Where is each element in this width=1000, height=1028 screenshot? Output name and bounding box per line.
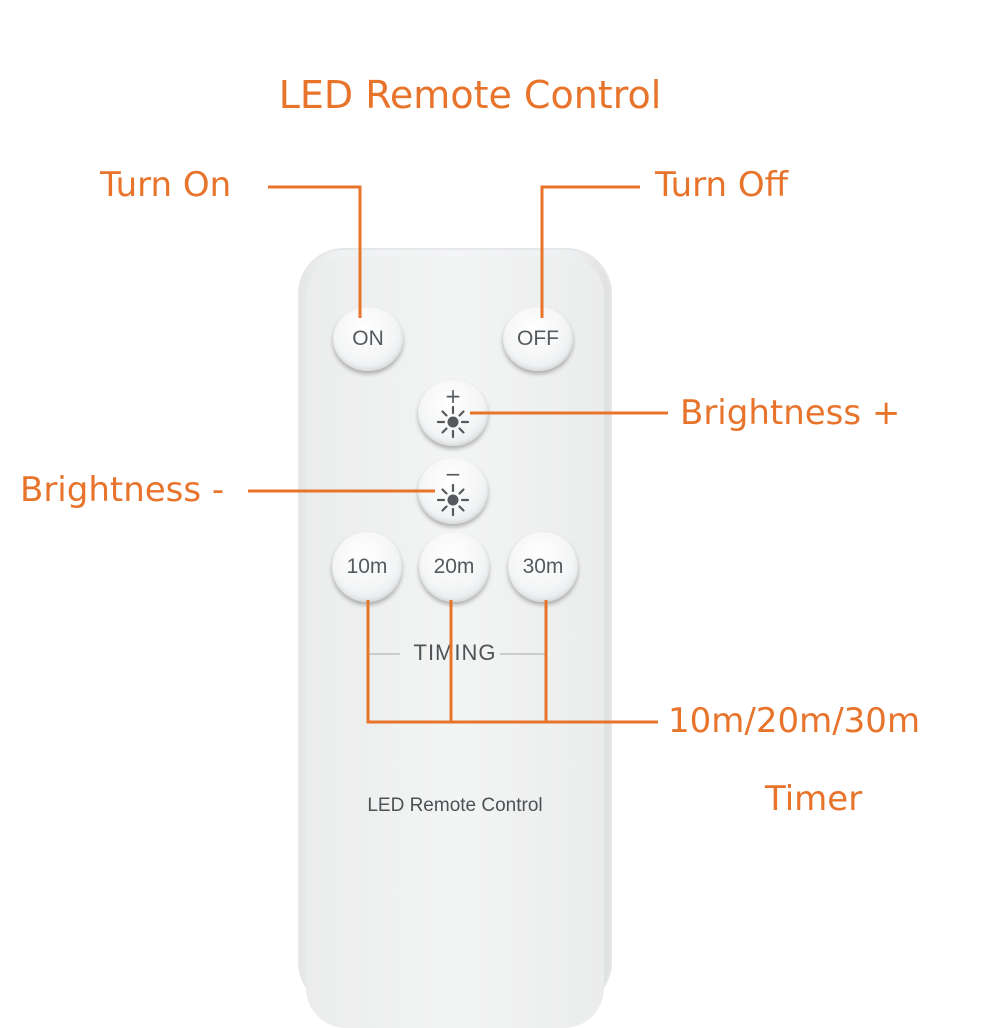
leader-turn-on xyxy=(268,185,362,318)
brightness-down-button[interactable]: − xyxy=(418,458,488,524)
callout-brightness-minus: Brightness - xyxy=(20,470,225,510)
remote-control-body xyxy=(298,248,612,1028)
sun-icon xyxy=(436,405,470,439)
timer-20m-button[interactable]: 20m xyxy=(419,532,489,602)
on-button[interactable]: ON xyxy=(333,307,403,371)
leader-turn-off xyxy=(540,185,640,318)
remote-caption: LED Remote Control xyxy=(367,795,543,816)
leader-timer xyxy=(366,600,658,724)
timing-label: TIMING xyxy=(413,640,497,665)
callout-turn-off: Turn Off xyxy=(655,165,789,205)
callout-brightness-plus: Brightness + xyxy=(680,393,901,433)
callout-turn-on: Turn On xyxy=(100,165,232,205)
off-button[interactable]: OFF xyxy=(503,307,573,371)
timer-30m-button[interactable]: 30m xyxy=(508,532,578,602)
plus-sign: + xyxy=(444,384,462,408)
diagram-title: LED Remote Control xyxy=(278,73,662,117)
sun-icon xyxy=(436,483,470,517)
minus-sign: − xyxy=(444,462,462,486)
callout-timer-values: 10m/20m/30m xyxy=(668,701,921,741)
callout-lines xyxy=(248,185,668,724)
callout-timer: Timer xyxy=(765,779,863,819)
timer-10m-button[interactable]: 10m xyxy=(332,532,402,602)
